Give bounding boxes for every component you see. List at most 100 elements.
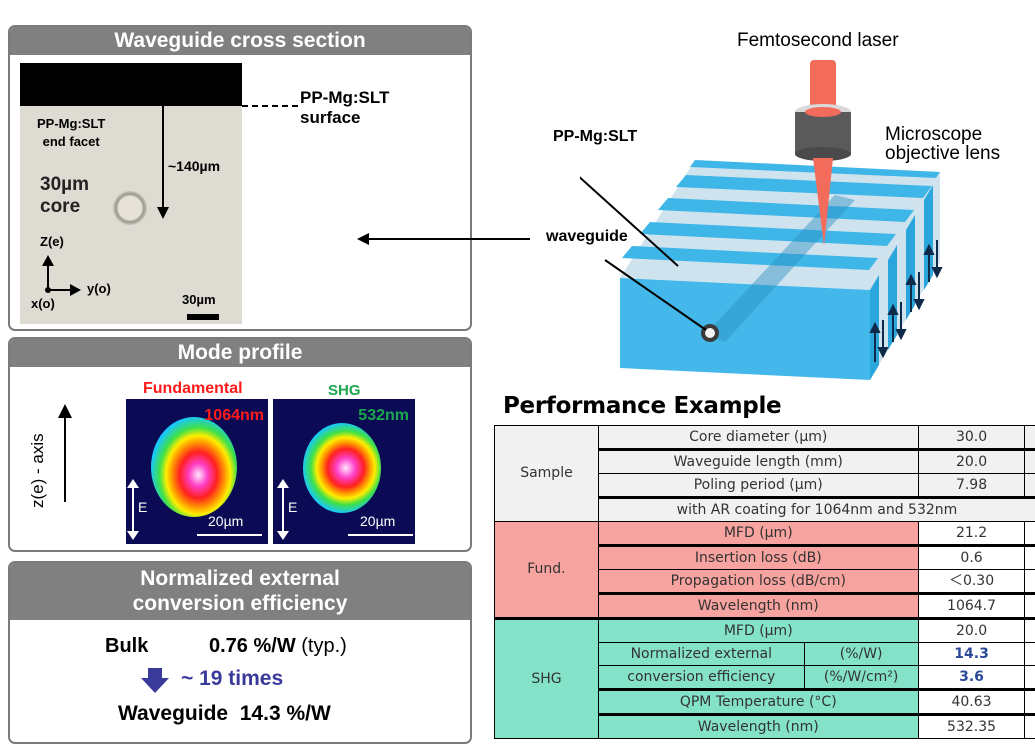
table-row: Normalized external (%/W) 14.3 [495,642,1035,666]
bulk-note: (typ.) [301,635,347,657]
bulk-value-row: 0.76 %/W (typ.) [209,635,347,658]
param-cell: Poling period (µm) [597,473,919,498]
param-cell: Wavelength (nm) [597,592,919,619]
cross-section-title: Waveguide cross section [10,27,470,55]
note-cell: with AR coating for 1064nm and 532nm [597,496,1035,522]
table-row: QPM Temperature (°C) 40.63 [495,688,1035,715]
group-fund: Fund. [494,521,599,619]
shg-mode-spot [303,423,381,513]
group-sample: Sample [494,425,599,522]
bulk-label: Bulk [105,635,149,657]
cross-section-photo: PP-Mg:SLT end facet 30µm core ~140µm Z(e… [20,63,242,324]
efficiency-title: Normalized external conversion efficienc… [10,563,470,620]
axis-x-label: x(o) [31,296,55,311]
depth-arrow-head [157,207,169,219]
value-cell: 30.0 [917,425,1026,450]
surface-coating [20,63,242,106]
param-cell: conversion efficiency [597,665,805,690]
value-cell: ＜0.30 [917,569,1026,594]
e-field-label: E [138,499,148,515]
waveguide-leader-line [604,259,707,331]
table-row: Poling period (µm) 7.98 [495,473,1035,498]
scale-bar [187,314,219,320]
core-label: 30µm core [40,174,89,217]
param-cell: Propagation loss (dB/cm) [597,569,919,594]
shg-mode-image: 532nm E 20µm [273,399,415,544]
fundamental-mode-image: 1064nm E 20µm [126,399,268,544]
value-cell: 20.0 [917,448,1026,474]
axis-y-arrow-head [70,284,81,296]
value-cell: 7.98 [917,473,1026,498]
down-arrow-icon-head [141,678,169,693]
unit-cell: (%/W/cm²) [803,665,919,690]
waveguide-core [113,191,147,225]
fundamental-mode-spot [151,417,237,517]
scale-label: 30µm [182,292,216,307]
group-shg: SHG [494,617,599,739]
z-axis-arrow [64,416,66,502]
laser-label: Femtosecond laser [737,30,899,51]
table-row: with AR coating for 1064nm and 532nm [495,496,1035,522]
fundamental-label: Fundamental [143,380,243,397]
link-arrow [366,238,530,240]
param-cell: Waveguide length (mm) [597,448,919,474]
e-field-arrow-up [277,479,289,488]
axis-z-arrow-head [42,255,54,266]
axis-z-arrow [47,263,49,291]
depth-label: ~140µm [168,158,221,174]
waveguide-label: waveguide [546,228,628,245]
value-cell: 1064.7 [917,592,1026,619]
table-row: Sample Core diameter (µm) 30.0 [494,425,1035,522]
surface-leader-line [242,105,298,107]
axis-x-dot [45,287,51,293]
e-field-arrow-down [277,531,289,540]
value-cell: 532.35 [917,713,1026,739]
bulk-value: 0.76 %/W [209,635,296,657]
e-field-label: E [288,499,298,515]
param-cell: Wavelength (nm) [597,713,919,739]
table-row: Waveguide length (mm) 20.0 [495,448,1035,474]
crystal-label: PP-Mg:SLT [553,128,638,145]
surface-label: PP-Mg:SLT surface [300,88,390,127]
shg-scale-label: 20µm [360,513,396,529]
waveguide-eff-value: 14.3 %/W [239,702,331,725]
shg-scale-bar [348,534,413,536]
link-arrow-head [357,233,369,245]
value-cell: 0.6 [917,544,1026,570]
param-cell: QPM Temperature (°C) [597,688,919,715]
gain-label: ~ 19 times [181,667,284,690]
axis-y-arrow [47,289,71,291]
objective-label: Microscope objective lens [885,124,1001,164]
mode-profile-title: Mode profile [10,339,470,367]
fundamental-scale-bar [197,534,262,536]
table-row: Fund. MFD (µm) 21.2 [494,521,1035,619]
fundamental-scale-label: 20µm [208,513,244,529]
axis-z-label: Z(e) [40,234,64,249]
table-row: Wavelength (nm) 1064.7 [495,592,1035,619]
value-cell: 21.2 [917,521,1026,546]
performance-table: Sample Core diameter (µm) 30.0 Waveguide… [494,425,1035,739]
facet-label: PP-Mg:SLT end facet [37,116,106,149]
shg-wavelength: 532nm [358,407,409,424]
unit-cell: (%/W) [803,642,919,666]
param-cell: MFD (µm) [597,617,919,643]
value-cell: 14.3 [917,642,1026,666]
axis-y-label: y(o) [87,281,111,296]
e-field-arrow-up [127,479,139,488]
objective-lens-icon [795,104,851,161]
down-arrow-icon [148,668,162,678]
efficiency-panel: Normalized external conversion efficienc… [8,561,472,744]
z-axis-arrow-head [58,404,72,418]
value-cell: 40.63 [917,688,1026,715]
polarization-arrows [869,240,943,362]
param-cell: Insertion loss (dB) [597,544,919,570]
table-row: Propagation loss (dB/cm) ＜0.30 [495,569,1035,594]
z-axis-label: z(e) - axis [28,433,47,508]
crystal-block [620,160,940,380]
fundamental-wavelength: 1064nm [204,407,264,424]
performance-title: Performance Example [503,393,782,419]
table-row: conversion efficiency (%/W/cm²) 3.6 [495,665,1035,690]
param-cell: Normalized external [597,642,805,666]
param-cell: MFD (µm) [597,521,919,546]
depth-arrow [162,106,164,210]
